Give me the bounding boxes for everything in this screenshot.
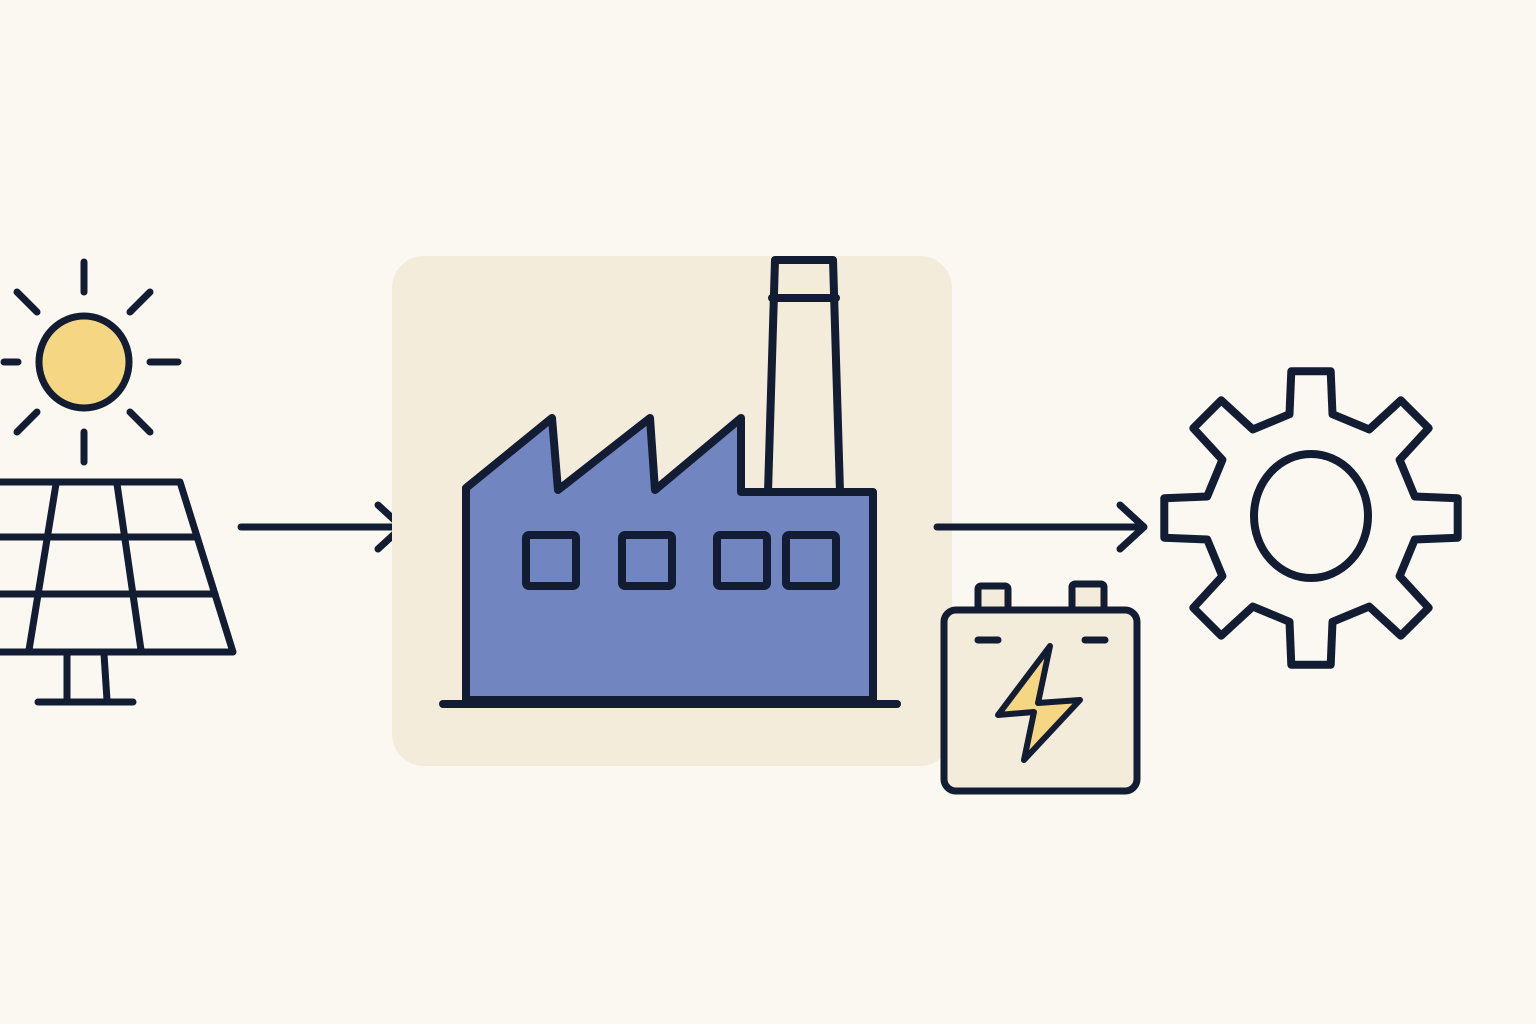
gear-icon	[1160, 367, 1462, 669]
sun-disc	[35, 312, 133, 412]
arrow-right-icon	[237, 501, 406, 553]
arrow-right-icon	[933, 501, 1148, 553]
battery-terminal	[974, 582, 1012, 614]
factory-window	[618, 531, 676, 590]
gear-hole	[1250, 450, 1372, 582]
battery-terminal	[1068, 580, 1108, 614]
solar-panel-icon	[0, 478, 237, 706]
gear-outline	[1160, 367, 1462, 669]
factory-icon	[439, 256, 901, 708]
sun-icon	[0, 258, 182, 466]
battery-icon	[940, 580, 1141, 795]
factory-window	[522, 531, 580, 590]
lightning-bolt-icon	[995, 643, 1083, 763]
factory-window	[782, 531, 840, 590]
factory-window	[713, 531, 771, 590]
